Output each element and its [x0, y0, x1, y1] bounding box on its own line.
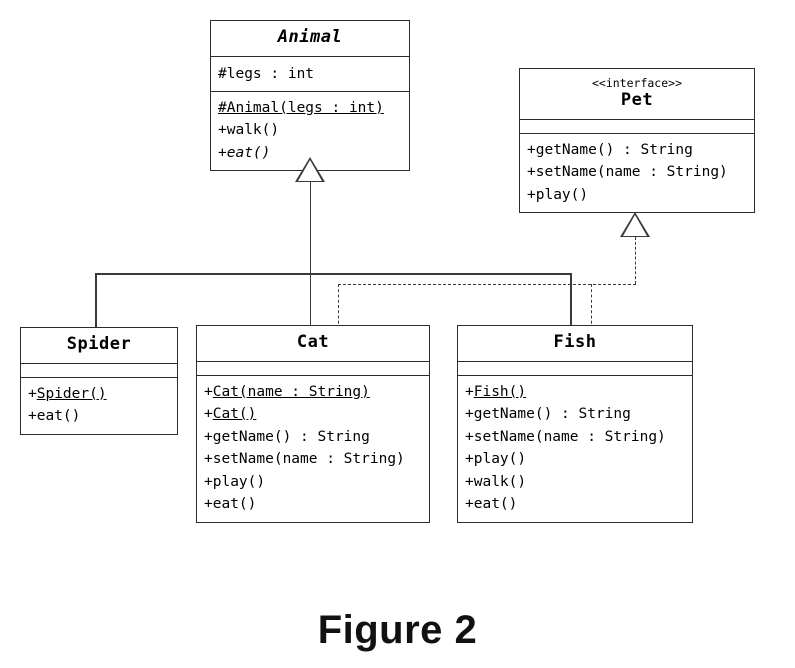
animal-methods-compartment: #Animal(legs : int) +walk() +eat()	[211, 92, 409, 171]
fish-class-name: Fish	[553, 332, 597, 352]
cat-method: +eat()	[204, 496, 257, 513]
pet-method: +getName() : String	[527, 141, 693, 158]
class-box-spider[interactable]: Spider +Spider() +eat()	[20, 327, 178, 435]
cat-methods-compartment: +Cat(name : String) +Cat() +getName() : …	[197, 376, 429, 522]
figure-caption: Figure 2	[317, 608, 478, 652]
fish-method: +getName() : String	[465, 406, 631, 423]
fish-attributes-compartment	[458, 362, 692, 376]
class-box-animal[interactable]: Animal #legs : int #Animal(legs : int) +…	[210, 20, 410, 172]
realization-trunk-pet	[635, 237, 636, 284]
spider-method: +eat()	[28, 408, 81, 425]
animal-attribute: #legs : int	[218, 65, 315, 82]
spider-attributes-compartment	[21, 364, 177, 378]
cat-method: +Cat()	[204, 406, 257, 423]
class-box-pet[interactable]: <<interface>> Pet +getName() : String +s…	[519, 68, 755, 214]
realization-branch-fish	[591, 284, 592, 329]
animal-attributes-compartment: #legs : int	[211, 57, 409, 92]
fish-method: +Fish()	[465, 383, 527, 400]
spider-class-name: Spider	[66, 334, 132, 354]
animal-method: #Animal(legs : int)	[218, 99, 384, 116]
pet-name-compartment: <<interface>> Pet	[520, 69, 754, 120]
cat-method: +getName() : String	[204, 428, 370, 445]
pet-attributes-compartment	[520, 120, 754, 134]
class-box-fish[interactable]: Fish +Fish() +getName() : String +setNam…	[457, 325, 693, 523]
cat-class-name: Cat	[296, 332, 330, 352]
cat-attributes-compartment	[197, 362, 429, 376]
animal-method: +walk()	[218, 122, 280, 139]
spider-method: +Spider()	[28, 385, 107, 402]
class-box-cat[interactable]: Cat +Cat(name : String) +Cat() +getName(…	[196, 325, 430, 523]
realization-branch-cat	[338, 284, 339, 329]
generalization-branch-fish	[570, 273, 572, 329]
pet-class-name: <<interface>> Pet	[520, 69, 754, 119]
fish-method: +setName(name : String)	[465, 428, 666, 445]
fish-method: +walk()	[465, 473, 527, 490]
fish-name-compartment: Fish	[458, 326, 692, 362]
spider-name-compartment: Spider	[21, 328, 177, 364]
spider-methods-compartment: +Spider() +eat()	[21, 378, 177, 434]
cat-method: +setName(name : String)	[204, 451, 405, 468]
realization-bus	[338, 284, 636, 285]
fish-method: +eat()	[465, 496, 518, 513]
pet-method: +play()	[527, 186, 589, 203]
cat-name-compartment: Cat	[197, 326, 429, 362]
fish-methods-compartment: +Fish() +getName() : String +setName(nam…	[458, 376, 692, 522]
pet-stereotype: <<interface>>	[591, 76, 682, 90]
cat-method: +Cat(name : String)	[204, 383, 370, 400]
fish-method: +play()	[465, 451, 527, 468]
pet-methods-compartment: +getName() : String +setName(name : Stri…	[520, 134, 754, 213]
animal-class-name: Animal	[277, 27, 343, 47]
generalization-bus	[95, 273, 571, 275]
pet-name-text: Pet	[620, 90, 654, 111]
generalization-branch-spider	[95, 273, 97, 328]
pet-method: +setName(name : String)	[527, 164, 728, 181]
cat-method: +play()	[204, 473, 266, 490]
generalization-trunk-animal	[309, 182, 312, 329]
animal-method: +eat()	[218, 144, 271, 161]
animal-name-compartment: Animal	[211, 21, 409, 57]
